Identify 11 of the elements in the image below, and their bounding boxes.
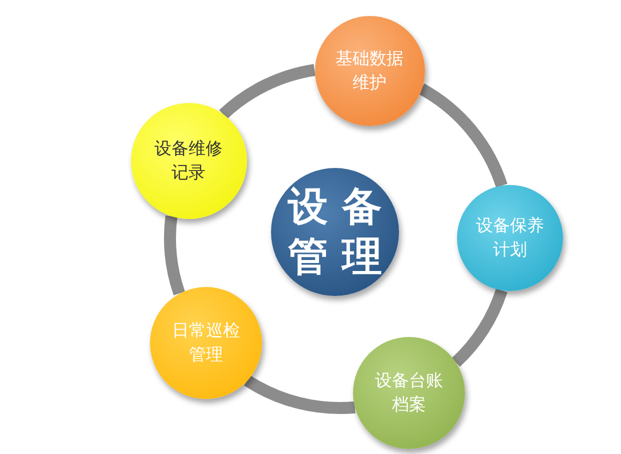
- node-label: 基础数据维护: [334, 48, 405, 95]
- ring-connector: [219, 64, 316, 119]
- ring-connector: [418, 84, 508, 188]
- node-label: 设备保养计划: [475, 215, 545, 262]
- ring-connector: [452, 288, 508, 367]
- node-label: 设备维修记录: [154, 138, 224, 185]
- ring-connector: [244, 375, 356, 414]
- node-label: 日常巡检管理: [171, 320, 242, 367]
- node-label: 设备台账档案: [374, 370, 444, 418]
- node-label: 设备管理: [286, 183, 397, 282]
- ring-connector: [164, 216, 186, 296]
